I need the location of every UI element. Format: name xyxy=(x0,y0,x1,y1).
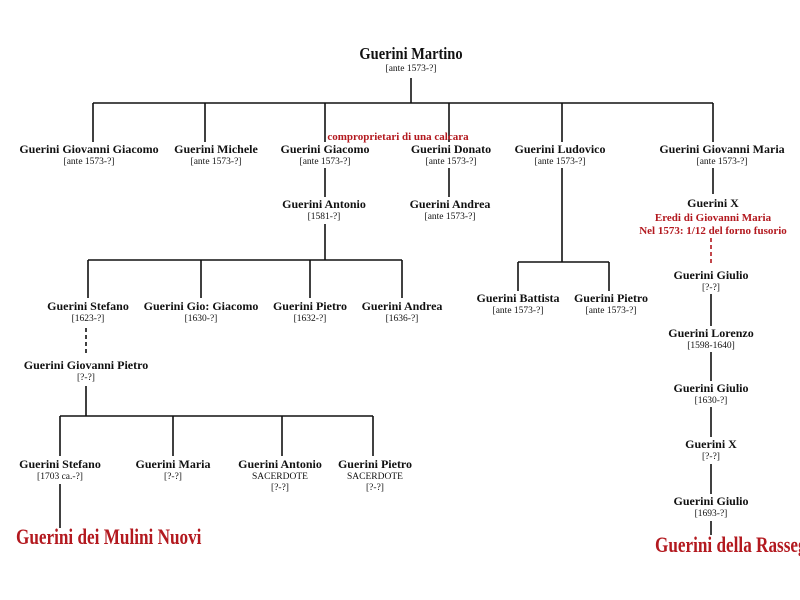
person-date: [1703 ca.-?] xyxy=(37,471,83,482)
person-name: Guerini Giulio xyxy=(673,381,749,395)
person-name: Guerini Michele xyxy=(174,142,258,156)
person-ludovico: Guerini Ludovico [ante 1573-?] xyxy=(514,142,606,168)
person-name: Guerini Pietro xyxy=(337,457,413,471)
person-pietro-sacerdote: Guerini Pietro SACERDOTE [?-?] xyxy=(337,457,413,494)
person-date: [ante 1573-?] xyxy=(424,211,476,222)
person-giovanni-maria: Guerini Giovanni Maria [ante 1573-?] xyxy=(659,142,785,168)
person-name: Guerini Maria xyxy=(135,457,211,471)
person-date: [ante 1573-?] xyxy=(492,305,544,316)
person-giulio-1693: Guerini Giulio [1693-?] xyxy=(673,494,749,520)
person-giovanni-giacomo: Guerini Giovanni Giacomo [ante 1573-?] xyxy=(19,142,159,168)
person-giacomo: Guerini Giacomo [ante 1573-?] xyxy=(280,142,370,168)
person-date: [1623-?] xyxy=(71,313,105,324)
person-antonio: Guerini Antonio [1581-?] xyxy=(282,197,366,223)
eredi-note: Eredi di Giovanni Maria Nel 1573: 1/12 d… xyxy=(639,212,787,238)
person-name: Guerini Giovanni Giacomo xyxy=(19,142,159,156)
person-date: [1630-?] xyxy=(694,395,728,406)
person-date: [ante 1573-?] xyxy=(585,305,637,316)
person-date: [ante 1573-?] xyxy=(299,156,351,167)
person-giulio-1630: Guerini Giulio [1630-?] xyxy=(673,381,749,407)
calcara-note: comproprietari di una calcara xyxy=(327,131,469,143)
person-date: [?-?] xyxy=(366,482,384,493)
person-name: Guerini Stefano xyxy=(47,299,129,313)
person-date: [?-?] xyxy=(164,471,182,482)
person-role: SACERDOTE xyxy=(252,471,308,482)
person-name: Guerini Giulio xyxy=(673,494,749,508)
person-date: [1598-1640] xyxy=(687,340,735,351)
person-lorenzo: Guerini Lorenzo [1598-1640] xyxy=(668,326,754,352)
person-donato: Guerini Donato [ante 1573-?] xyxy=(410,142,492,168)
person-battista: Guerini Battista [ante 1573-?] xyxy=(476,291,560,317)
eredi-note-line1: Eredi di Giovanni Maria xyxy=(654,212,772,224)
person-date: [?-?] xyxy=(77,372,95,383)
person-date: [1630-?] xyxy=(184,313,218,324)
person-date: [1636-?] xyxy=(385,313,419,324)
root-name: Guerini Martino xyxy=(359,44,463,63)
person-andrea-donato: Guerini Andrea [ante 1573-?] xyxy=(409,197,491,223)
person-guerini-x: Guerini X xyxy=(687,196,739,211)
person-date: [ante 1573-?] xyxy=(696,156,748,167)
person-date: [1581-?] xyxy=(307,211,341,222)
person-andrea-1636: Guerini Andrea [1636-?] xyxy=(361,299,443,325)
root-person: Guerini Martino [ante 1573-?] xyxy=(350,44,471,75)
person-gio-giacomo: Guerini Gio: Giacomo [1630-?] xyxy=(143,299,259,325)
person-name: Guerini X xyxy=(687,196,739,210)
person-maria: Guerini Maria [?-?] xyxy=(135,457,211,483)
person-name: Guerini Andrea xyxy=(409,197,491,211)
branch-title-mulini-nuovi: Guerini dei Mulini Nuovi xyxy=(16,524,202,549)
person-guerini-x-2: Guerini X [?-?] xyxy=(685,437,737,463)
person-name: Guerini X xyxy=(685,437,737,451)
person-name: Guerini Giovanni Pietro xyxy=(23,358,149,372)
person-name: Guerini Antonio xyxy=(238,457,322,471)
person-antonio-sacerdote: Guerini Antonio SACERDOTE [?-?] xyxy=(238,457,322,494)
person-date: [?-?] xyxy=(271,482,289,493)
person-date: [ante 1573-?] xyxy=(63,156,115,167)
root-date: [ante 1573-?] xyxy=(385,64,437,75)
person-stefano-1703: Guerini Stefano [1703 ca.-?] xyxy=(19,457,101,483)
person-pietro-ludovico: Guerini Pietro [ante 1573-?] xyxy=(573,291,649,317)
person-name: Guerini Lorenzo xyxy=(668,326,754,340)
person-name: Guerini Pietro xyxy=(573,291,649,305)
person-giovanni-pietro: Guerini Giovanni Pietro [?-?] xyxy=(23,358,149,384)
person-date: [ante 1573-?] xyxy=(534,156,586,167)
person-name: Guerini Battista xyxy=(476,291,560,305)
person-name: Guerini Giacomo xyxy=(280,142,370,156)
person-date: [1693-?] xyxy=(694,508,728,519)
person-name: Guerini Ludovico xyxy=(514,142,606,156)
person-name: Guerini Giovanni Maria xyxy=(659,142,785,156)
person-name: Guerini Giulio xyxy=(673,268,749,282)
person-giulio-1: Guerini Giulio [?-?] xyxy=(673,268,749,294)
person-role: SACERDOTE xyxy=(347,471,403,482)
person-name: Guerini Stefano xyxy=(19,457,101,471)
person-michele: Guerini Michele [ante 1573-?] xyxy=(174,142,258,168)
person-date: [ante 1573-?] xyxy=(190,156,242,167)
person-date: [1632-?] xyxy=(293,313,327,324)
person-name: Guerini Andrea xyxy=(361,299,443,313)
branch-title-rassega: Guerini della Rassega xyxy=(655,532,800,557)
person-name: Guerini Pietro xyxy=(272,299,348,313)
person-pietro-1632: Guerini Pietro [1632-?] xyxy=(272,299,348,325)
person-name: Guerini Antonio xyxy=(282,197,366,211)
person-name: Guerini Donato xyxy=(410,142,492,156)
person-stefano-1623: Guerini Stefano [1623-?] xyxy=(47,299,129,325)
person-date: [ante 1573-?] xyxy=(425,156,477,167)
person-name: Guerini Gio: Giacomo xyxy=(143,299,259,313)
eredi-note-line2: Nel 1573: 1/12 del forno fusorio xyxy=(639,225,787,238)
person-date: [?-?] xyxy=(702,451,720,462)
person-date: [?-?] xyxy=(702,282,720,293)
